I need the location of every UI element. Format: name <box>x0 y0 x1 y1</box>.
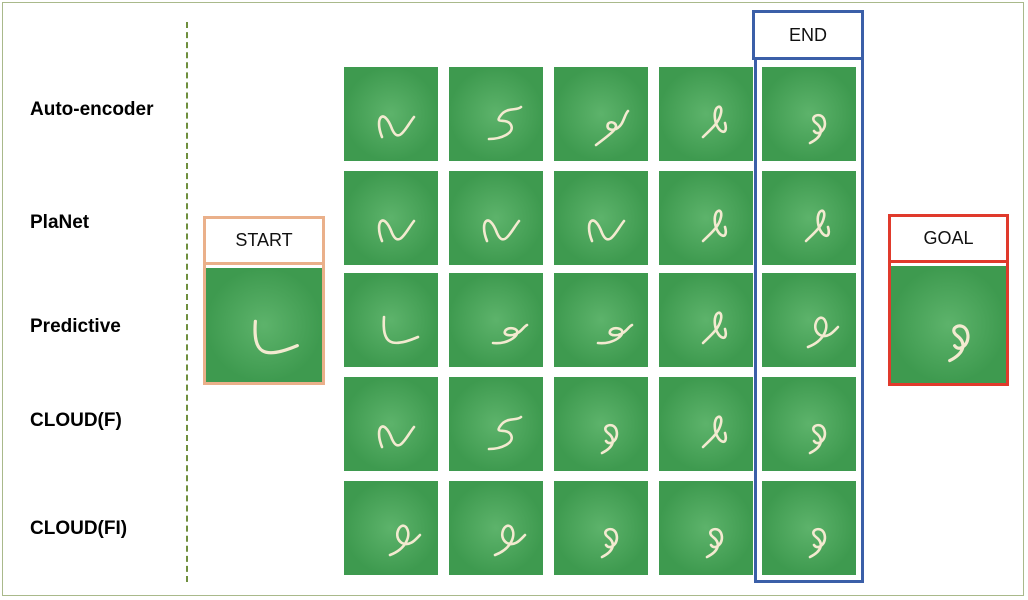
rope-image <box>449 377 543 471</box>
rope-image <box>659 273 753 367</box>
rollout-image <box>449 377 543 471</box>
rope-image <box>891 266 1006 383</box>
rollout-image <box>659 171 753 265</box>
rollout-image <box>344 171 438 265</box>
rollout-image <box>449 273 543 367</box>
rope-image <box>659 67 753 161</box>
rollout-image <box>344 377 438 471</box>
rollout-image <box>659 481 753 575</box>
rope-image <box>659 171 753 265</box>
row-label-planet: PlaNet <box>30 212 89 234</box>
rope-image <box>344 377 438 471</box>
goal-image <box>891 266 1006 383</box>
rollout-image <box>554 273 648 367</box>
rope-image <box>449 273 543 367</box>
rope-image <box>344 67 438 161</box>
rollout-image <box>554 377 648 471</box>
rope-image <box>554 171 648 265</box>
divider-line <box>186 22 188 582</box>
start-image <box>206 268 322 382</box>
row-label-auto-encoder: Auto-encoder <box>30 99 154 121</box>
start-label: START <box>206 219 322 265</box>
rollout-image <box>659 377 753 471</box>
end-column-frame <box>754 57 864 583</box>
end-label: END <box>752 10 864 60</box>
rope-image <box>554 67 648 161</box>
rollout-image <box>554 67 648 161</box>
row-label-cloud-fi: CLOUD(FI) <box>30 518 127 540</box>
rope-image <box>659 481 753 575</box>
rope-image <box>659 377 753 471</box>
rollout-image <box>554 171 648 265</box>
row-label-cloud-f: CLOUD(F) <box>30 410 122 432</box>
rollout-image <box>554 481 648 575</box>
rollout-image <box>344 481 438 575</box>
rollout-image <box>659 67 753 161</box>
rope-image <box>344 481 438 575</box>
rope-image <box>344 273 438 367</box>
rollout-image <box>344 273 438 367</box>
rollout-image <box>344 67 438 161</box>
rope-image <box>206 268 322 382</box>
rope-image <box>344 171 438 265</box>
rope-image <box>554 481 648 575</box>
rope-image <box>554 377 648 471</box>
rollout-image <box>659 273 753 367</box>
row-label-predictive: Predictive <box>30 316 121 338</box>
rollout-image <box>449 481 543 575</box>
rope-image <box>449 67 543 161</box>
goal-label: GOAL <box>891 217 1006 263</box>
rope-image <box>449 171 543 265</box>
rollout-image <box>449 67 543 161</box>
rollout-image <box>449 171 543 265</box>
rope-image <box>554 273 648 367</box>
rope-image <box>449 481 543 575</box>
